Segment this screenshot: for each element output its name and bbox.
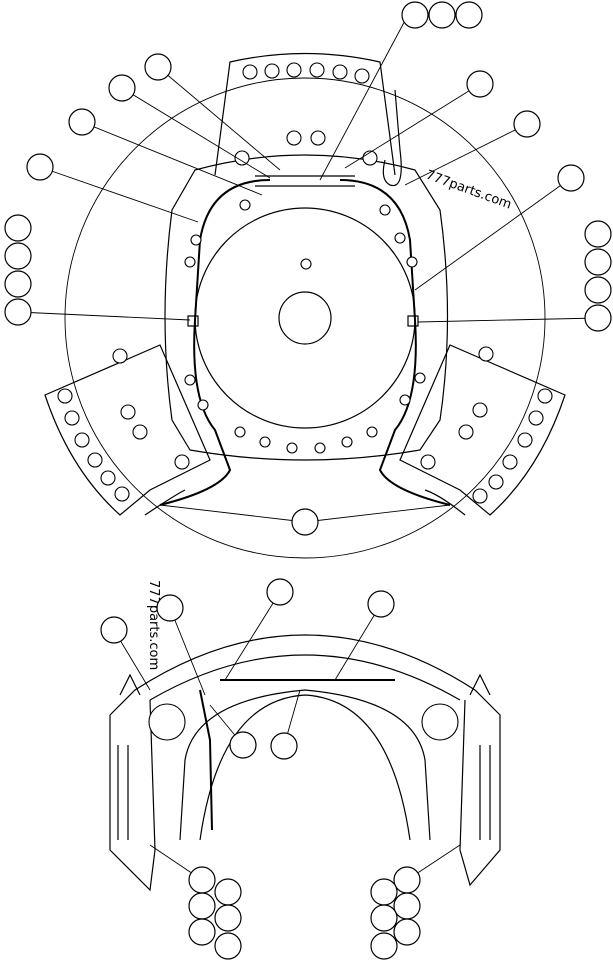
callout-balloon — [370, 878, 398, 906]
callout-balloon — [291, 508, 319, 536]
callout-balloon — [584, 220, 612, 248]
top-block — [214, 52, 396, 176]
callout-balloon — [393, 866, 421, 894]
right-clamp — [407, 315, 419, 327]
callout-balloon — [214, 878, 242, 906]
right-lobe — [399, 344, 566, 516]
callout-balloon — [4, 298, 32, 326]
callout-balloon — [156, 594, 184, 622]
callout-balloon — [466, 70, 494, 98]
callout-balloon — [4, 270, 32, 298]
callout-balloon — [370, 904, 398, 932]
right-hose-line — [339, 179, 451, 506]
callout-balloon — [428, 1, 456, 29]
lower-right-port — [421, 703, 459, 741]
lower-inner-arch — [179, 689, 431, 841]
lower-lifting-ears — [119, 673, 491, 696]
lower-left-port — [148, 703, 186, 741]
callout-balloon — [4, 214, 32, 242]
lower-frame-left — [109, 699, 156, 892]
outer-housing-circle — [64, 77, 546, 559]
callout-balloon — [401, 1, 429, 29]
callout-balloon — [266, 578, 294, 606]
callout-balloon — [144, 53, 172, 81]
callout-balloon — [214, 932, 242, 960]
callout-balloon — [584, 304, 612, 332]
center-bore — [278, 291, 332, 345]
callout-balloon — [367, 590, 395, 618]
lower-hose-ends — [144, 489, 466, 516]
callout-balloon — [108, 74, 136, 102]
main-housing — [164, 154, 449, 461]
lower-frame-top-rail — [149, 654, 461, 701]
top-bolt-row — [234, 62, 378, 166]
callout-balloon — [4, 242, 32, 270]
callout-balloon — [188, 866, 216, 894]
callout-balloon — [214, 904, 242, 932]
lower-assembly-view: 777parts.com — [109, 580, 501, 892]
right-lobe-bolts — [420, 346, 553, 504]
bolt-circle-holes — [184, 199, 426, 454]
lower-side-plates — [117, 745, 491, 840]
callout-balloon — [26, 153, 54, 181]
left-clamp — [187, 315, 199, 327]
left-lobe — [44, 344, 211, 516]
watermark-lower: 777parts.com — [146, 580, 161, 670]
left-lobe-bolts — [57, 348, 190, 502]
callout-balloon — [229, 731, 257, 759]
left-hose-line — [159, 179, 271, 506]
vent-line — [382, 89, 402, 187]
callout-balloon — [188, 918, 216, 946]
inner-disc — [194, 207, 416, 429]
callout-balloon — [393, 892, 421, 920]
callout-balloon — [584, 248, 612, 276]
callout-balloon — [370, 932, 398, 960]
lower-frame-right — [109, 634, 501, 887]
callout-balloon — [584, 276, 612, 304]
callout-balloon — [557, 164, 585, 192]
callout-balloon — [100, 616, 128, 644]
callout-balloon — [68, 108, 96, 136]
lower-hose-lines — [199, 679, 395, 831]
center-small-hole — [300, 258, 312, 270]
callout-balloon — [513, 110, 541, 138]
callout-balloon — [270, 732, 298, 760]
leader-lines — [17, 14, 599, 881]
callout-balloon — [393, 918, 421, 946]
callout-balloon — [455, 1, 483, 29]
lower-inner-arch-2 — [199, 694, 411, 841]
callout-balloons — [4, 1, 612, 960]
manifold-lines — [255, 175, 355, 187]
upper-assembly-view: 777parts.com — [44, 52, 566, 559]
callout-balloon — [188, 892, 216, 920]
